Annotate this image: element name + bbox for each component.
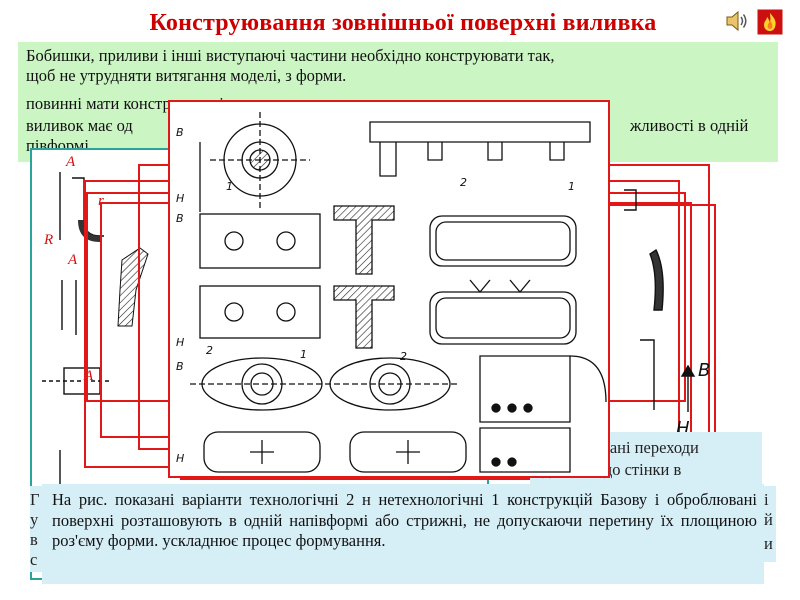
fig-label-1a: 1 <box>226 180 233 193</box>
left-hidden-panel: Г у в с <box>30 486 44 572</box>
right-peek-drawings: B H <box>624 189 710 439</box>
intro-line-4: виливок має од <box>26 116 133 135</box>
fire-icon[interactable] <box>756 8 784 36</box>
casting-variants-drawing: B H B H B H 1 2 1 2 1 2 <box>176 112 607 473</box>
left-hidden-1: Г <box>30 490 40 509</box>
fig-label-b-1: B <box>176 126 184 139</box>
intro-line-1: Бобишки, приливи і інші виступаючі части… <box>26 46 555 65</box>
label-a-bottom: A <box>84 368 94 384</box>
fig-label-h-3: H <box>176 452 184 465</box>
label-a-top: A <box>66 154 76 170</box>
left-hidden-3: в <box>30 530 38 549</box>
right-label-b: B <box>698 360 710 381</box>
right-note-line-1: овані переходи <box>594 438 699 457</box>
intro-line-2: щоб не утрудняти витягання моделі, з фор… <box>26 66 347 85</box>
right-hidden-2: й <box>764 510 773 529</box>
left-hidden-2: у <box>30 510 39 529</box>
caption-text: На рис. показані варіанти технологічні 2… <box>52 490 757 550</box>
intro-line-4-end: жливості в одній <box>630 116 749 135</box>
fig-label-h-1: H <box>176 192 184 205</box>
fig-label-2b: 2 <box>206 344 213 357</box>
fig-label-b-3: B <box>176 360 184 373</box>
speaker-icon[interactable] <box>724 8 750 34</box>
label-a-mid: A <box>68 252 78 268</box>
caption-panel: На рис. показані варіанти технологічні 2… <box>42 484 764 584</box>
slide-title: Конструювання зовнішньої поверхні виливк… <box>149 10 657 36</box>
main-figure: B H B H B H 1 2 1 2 1 2 <box>168 100 610 478</box>
fig-label-1b: 1 <box>568 180 575 193</box>
right-hidden-1: і <box>764 490 769 509</box>
label-r-small: r <box>98 193 104 209</box>
label-r-big: R <box>44 232 54 248</box>
fig-label-2c: 2 <box>400 350 407 363</box>
right-hidden-panel: і й и <box>760 486 776 562</box>
fig-label-h-2: H <box>176 336 184 349</box>
left-hidden-4: с <box>30 550 38 569</box>
fig-label-2a: 2 <box>460 176 467 189</box>
fig-label-b-2: B <box>176 212 184 225</box>
fig-label-1c: 1 <box>300 348 307 361</box>
right-hidden-3: и <box>764 534 773 553</box>
